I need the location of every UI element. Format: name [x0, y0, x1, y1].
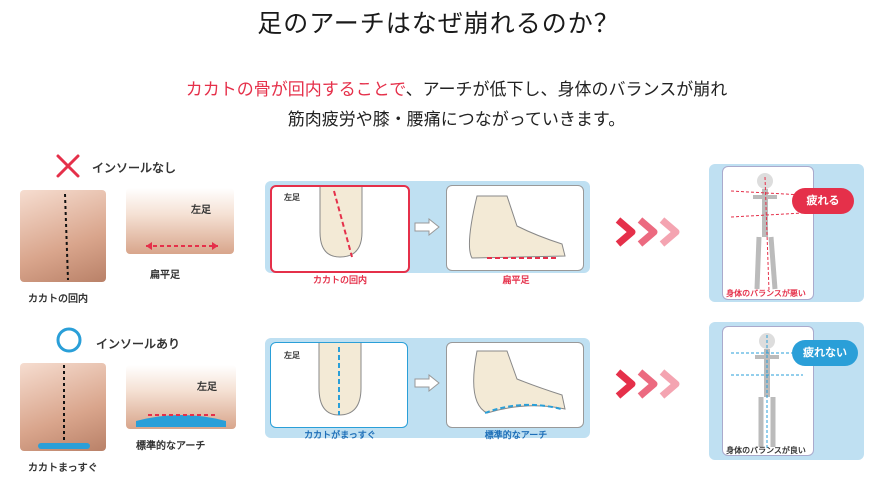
panel-side-label-2: 左足 [284, 351, 300, 360]
subtitle-rest: 、アーチが低下し、身体のバランスが崩れ [405, 80, 728, 100]
foot-side-photo-without [126, 188, 234, 254]
panel-caption-heel-pronation: カカトの回内 [312, 276, 367, 286]
bubble-not-tired: 疲れない [792, 340, 858, 366]
side-label-left-foot: 左足 [191, 205, 211, 216]
arrow-right-icon-2 [414, 373, 440, 396]
heel-photo-without [20, 190, 106, 282]
bubble-tired: 疲れる [792, 188, 854, 214]
diagram-standard-arch [446, 342, 584, 428]
panel-caption-flat-foot: 扁平足 [502, 276, 530, 286]
row-label-with: インソールあり [96, 337, 181, 351]
heel-photo-with [20, 363, 106, 451]
body-caption-bad-balance: 身体のバランスが悪い [726, 289, 806, 298]
photo-caption-flat-foot: 扁平足 [150, 270, 180, 281]
diagram-heel-straight [270, 342, 408, 428]
page-title: 足のアーチはなぜ崩れるのか？ [257, 9, 620, 38]
subtitle-highlight: カカトの骨が回内することで [185, 80, 406, 100]
cross-icon [55, 153, 81, 179]
panel-caption-standard-arch: 標準的なアーチ [484, 431, 548, 441]
photo-caption-standard-arch: 標準的なアーチ [136, 441, 206, 452]
subtitle-line-1: カカトの骨が回内することで、アーチが低下し、身体のバランスが崩れ [18, 75, 877, 100]
foot-side-photo-with [126, 365, 236, 429]
chevrons-right-icon-2 [614, 366, 694, 406]
panel-caption-heel-straight: カカトがまっすぐ [304, 431, 376, 441]
subtitle-line-2: 筋肉疲労や膝・腰痛につながっていきます。 [287, 110, 626, 130]
panel-side-label: 左足 [284, 193, 300, 202]
body-caption-good-balance: 身体のバランスが良い [726, 446, 806, 455]
diagram-heel-pronation [270, 185, 410, 273]
chevrons-right-icon [614, 214, 694, 254]
row-label-without: インソールなし [92, 161, 177, 175]
skeleton-figure-without [722, 166, 814, 300]
diagram-flat-foot [446, 185, 584, 271]
photo-caption-heel-pronation: カカトの回内 [28, 294, 88, 305]
arrow-right-icon [414, 217, 440, 240]
circle-icon [56, 327, 82, 353]
side-label-left-foot-2: 左足 [197, 382, 217, 393]
photo-caption-heel-straight: カカトまっすぐ [28, 463, 98, 474]
